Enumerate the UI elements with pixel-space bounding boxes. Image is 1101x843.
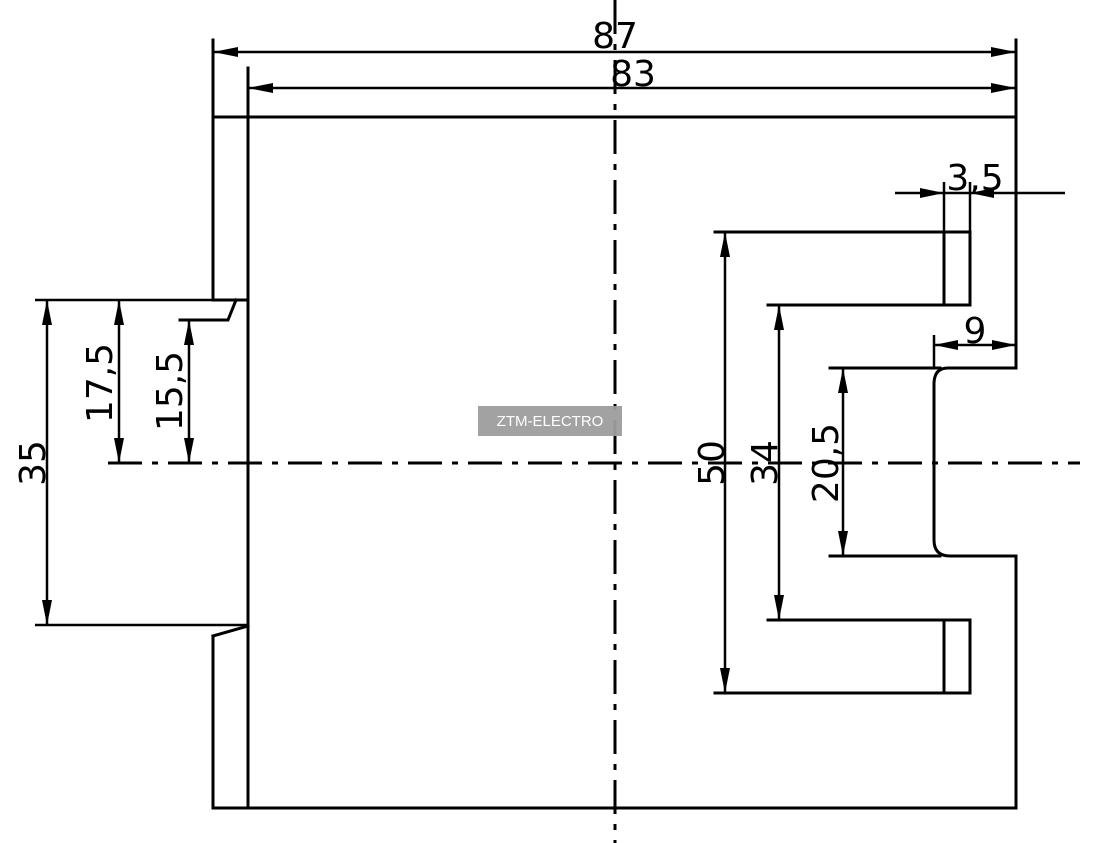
slot-upper — [713, 230, 972, 307]
dim-17-5-label: 17,5 — [80, 343, 121, 423]
dim-3-5 — [895, 182, 1065, 232]
dim-9 — [932, 335, 1016, 368]
dim-3-5-label: 3,5 — [946, 158, 1003, 199]
dim-17-5 — [114, 300, 124, 463]
notch-extension — [828, 366, 942, 558]
dim-20-5-label: 20,5 — [806, 423, 847, 503]
dim-87-label: 87 — [592, 16, 638, 57]
dim-34 — [774, 305, 784, 620]
dim-35 — [35, 298, 248, 627]
dim-50 — [720, 232, 730, 693]
dim-50-label: 50 — [692, 440, 733, 486]
dim-35-label: 35 — [13, 440, 54, 486]
dim-34-label: 34 — [745, 440, 786, 486]
dim-20-5 — [838, 368, 848, 556]
dim-83-label: 83 — [610, 54, 656, 95]
dim-15-5-label: 15,5 — [150, 351, 191, 431]
dim-15-5 — [184, 320, 194, 463]
dim-87 — [213, 47, 1016, 57]
dim-9-label: 9 — [964, 311, 987, 352]
watermark-label: ZTM-ELECTRO — [478, 406, 622, 436]
dim-83 — [248, 83, 1016, 93]
slot-lower — [713, 618, 972, 695]
